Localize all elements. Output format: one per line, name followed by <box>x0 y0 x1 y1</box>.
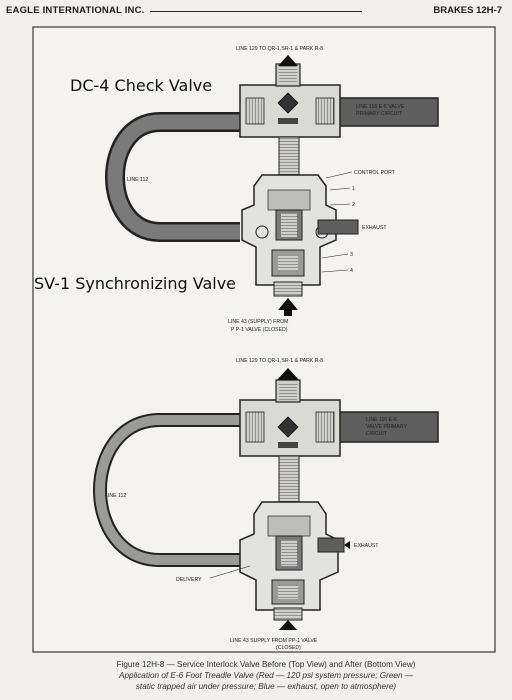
line-129-label-top: LINE 129 TO QR-1,SR-1 & PARK R-8 <box>236 46 323 52</box>
exhaust-label-top: EXHAUST <box>362 225 387 231</box>
flow-arrow-up-bottom <box>277 368 299 380</box>
exhaust-pipe-bottom <box>317 537 345 553</box>
callout-4: 4 <box>350 268 353 274</box>
line-116-label-top-a: LINE 116 E-6 VALVE <box>356 104 405 110</box>
line-116-label-bottom-a: LINE 116 E-6 <box>366 417 397 423</box>
delivery-label: DELIVERY <box>176 577 202 583</box>
line-116-label-top-b: PRIMARY CIRCUIT <box>356 111 403 117</box>
header-right: BRAKES 12H-7 <box>433 5 502 16</box>
check-disk-top <box>277 92 299 114</box>
line-43-label-bottom-b: (CLOSED) <box>276 645 301 651</box>
check-valve-overlay-label: DC-4 Check Valve <box>70 76 213 95</box>
callout-3: 3 <box>350 252 353 258</box>
line-116-label-bottom-c: CIRCUIT <box>366 431 388 437</box>
line-112-label-top: LINE 112 <box>127 177 148 183</box>
line-116-hose-bottom <box>337 411 439 443</box>
flow-arrow-up-top <box>278 55 298 66</box>
figure-caption: Figure 12H-8 — Service Interlock Valve B… <box>40 659 492 692</box>
flow-arrow-supply-bottom <box>279 620 297 630</box>
caption-line-2: Application of E-6 Foot Treadle Valve (R… <box>119 671 413 680</box>
top-view: LINE 129 TO QR-1,SR-1 & PARK R-8 LINE 11… <box>105 46 439 333</box>
line-112-label-bottom: LINE 112 <box>105 493 126 499</box>
line-43-label-top-a: LINE 43 (SUPPLY) FROM <box>228 319 288 325</box>
callout-2: 2 <box>352 202 355 208</box>
line-116-label-bottom-b: VALVE PRIMARY <box>366 424 407 430</box>
bottom-view: LINE 129 TO QR-1,SR-1 & PARK R-8 LINE 11… <box>93 358 439 651</box>
stem-bottom <box>278 455 300 505</box>
exhaust-pipe-top <box>317 219 359 235</box>
line-129-label-bottom: LINE 129 TO QR-1,SR-1 & PARK R-8 <box>236 358 323 364</box>
sync-valve-overlay-label: SV-1 Synchronizing Valve <box>34 274 236 293</box>
control-port-label: CONTROL PORT <box>354 170 396 176</box>
stem-top <box>278 136 300 178</box>
line-43-label-top-b: P P-1 VALVE (CLOSED) <box>231 327 288 333</box>
callout-1: 1 <box>352 186 355 192</box>
caption-line-3: static trapped air under pressure; Blue … <box>135 682 397 691</box>
line-43-label-bottom-a: LINE 43 SUPPLY FROM PP-1 VALVE <box>230 638 318 644</box>
check-disk-bottom <box>277 416 299 438</box>
flow-arrow-supply-top <box>278 298 298 310</box>
line-116-hose-top <box>337 97 439 127</box>
header-rule <box>150 11 362 12</box>
exhaust-label-bottom: EXHAUST <box>354 543 379 549</box>
caption-line-1: Figure 12H-8 — Service Interlock Valve B… <box>116 660 416 669</box>
header-left: EAGLE INTERNATIONAL INC. <box>6 5 145 16</box>
